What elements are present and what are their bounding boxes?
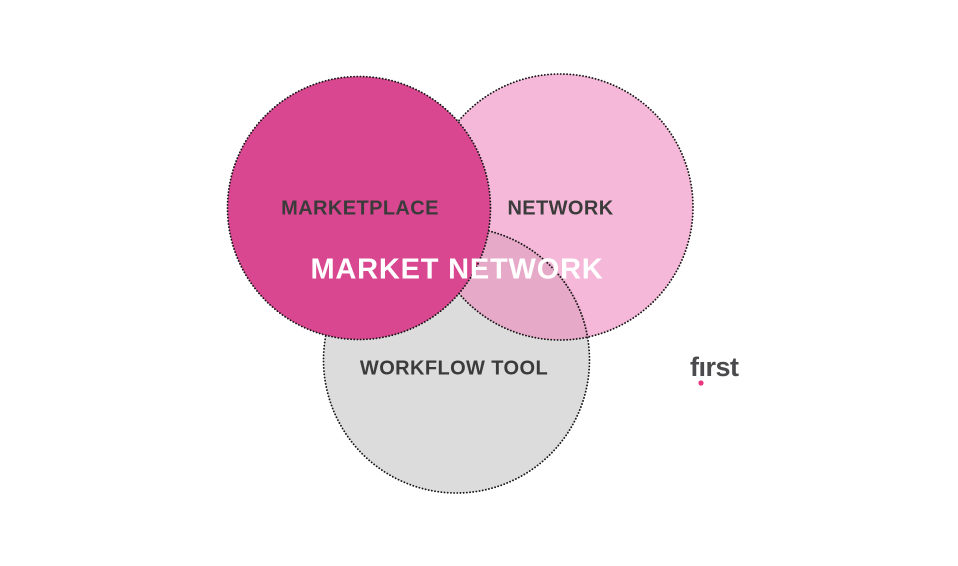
marketplace-label: MARKETPLACE [281,197,439,219]
first-logo-text: fırst [690,352,739,382]
workflow-tool-label: WORKFLOW TOOL [359,357,549,379]
marketplace-circle-border [226,75,492,341]
first-logo: fırst [690,350,760,392]
network-circle-border [426,73,694,341]
network-label: NETWORK [507,197,614,219]
market-network-label: MARKET NETWORK [310,253,604,286]
marketplace-circle [227,76,491,340]
pink-dot [698,380,704,386]
first-logo-dot-icon [698,380,704,386]
